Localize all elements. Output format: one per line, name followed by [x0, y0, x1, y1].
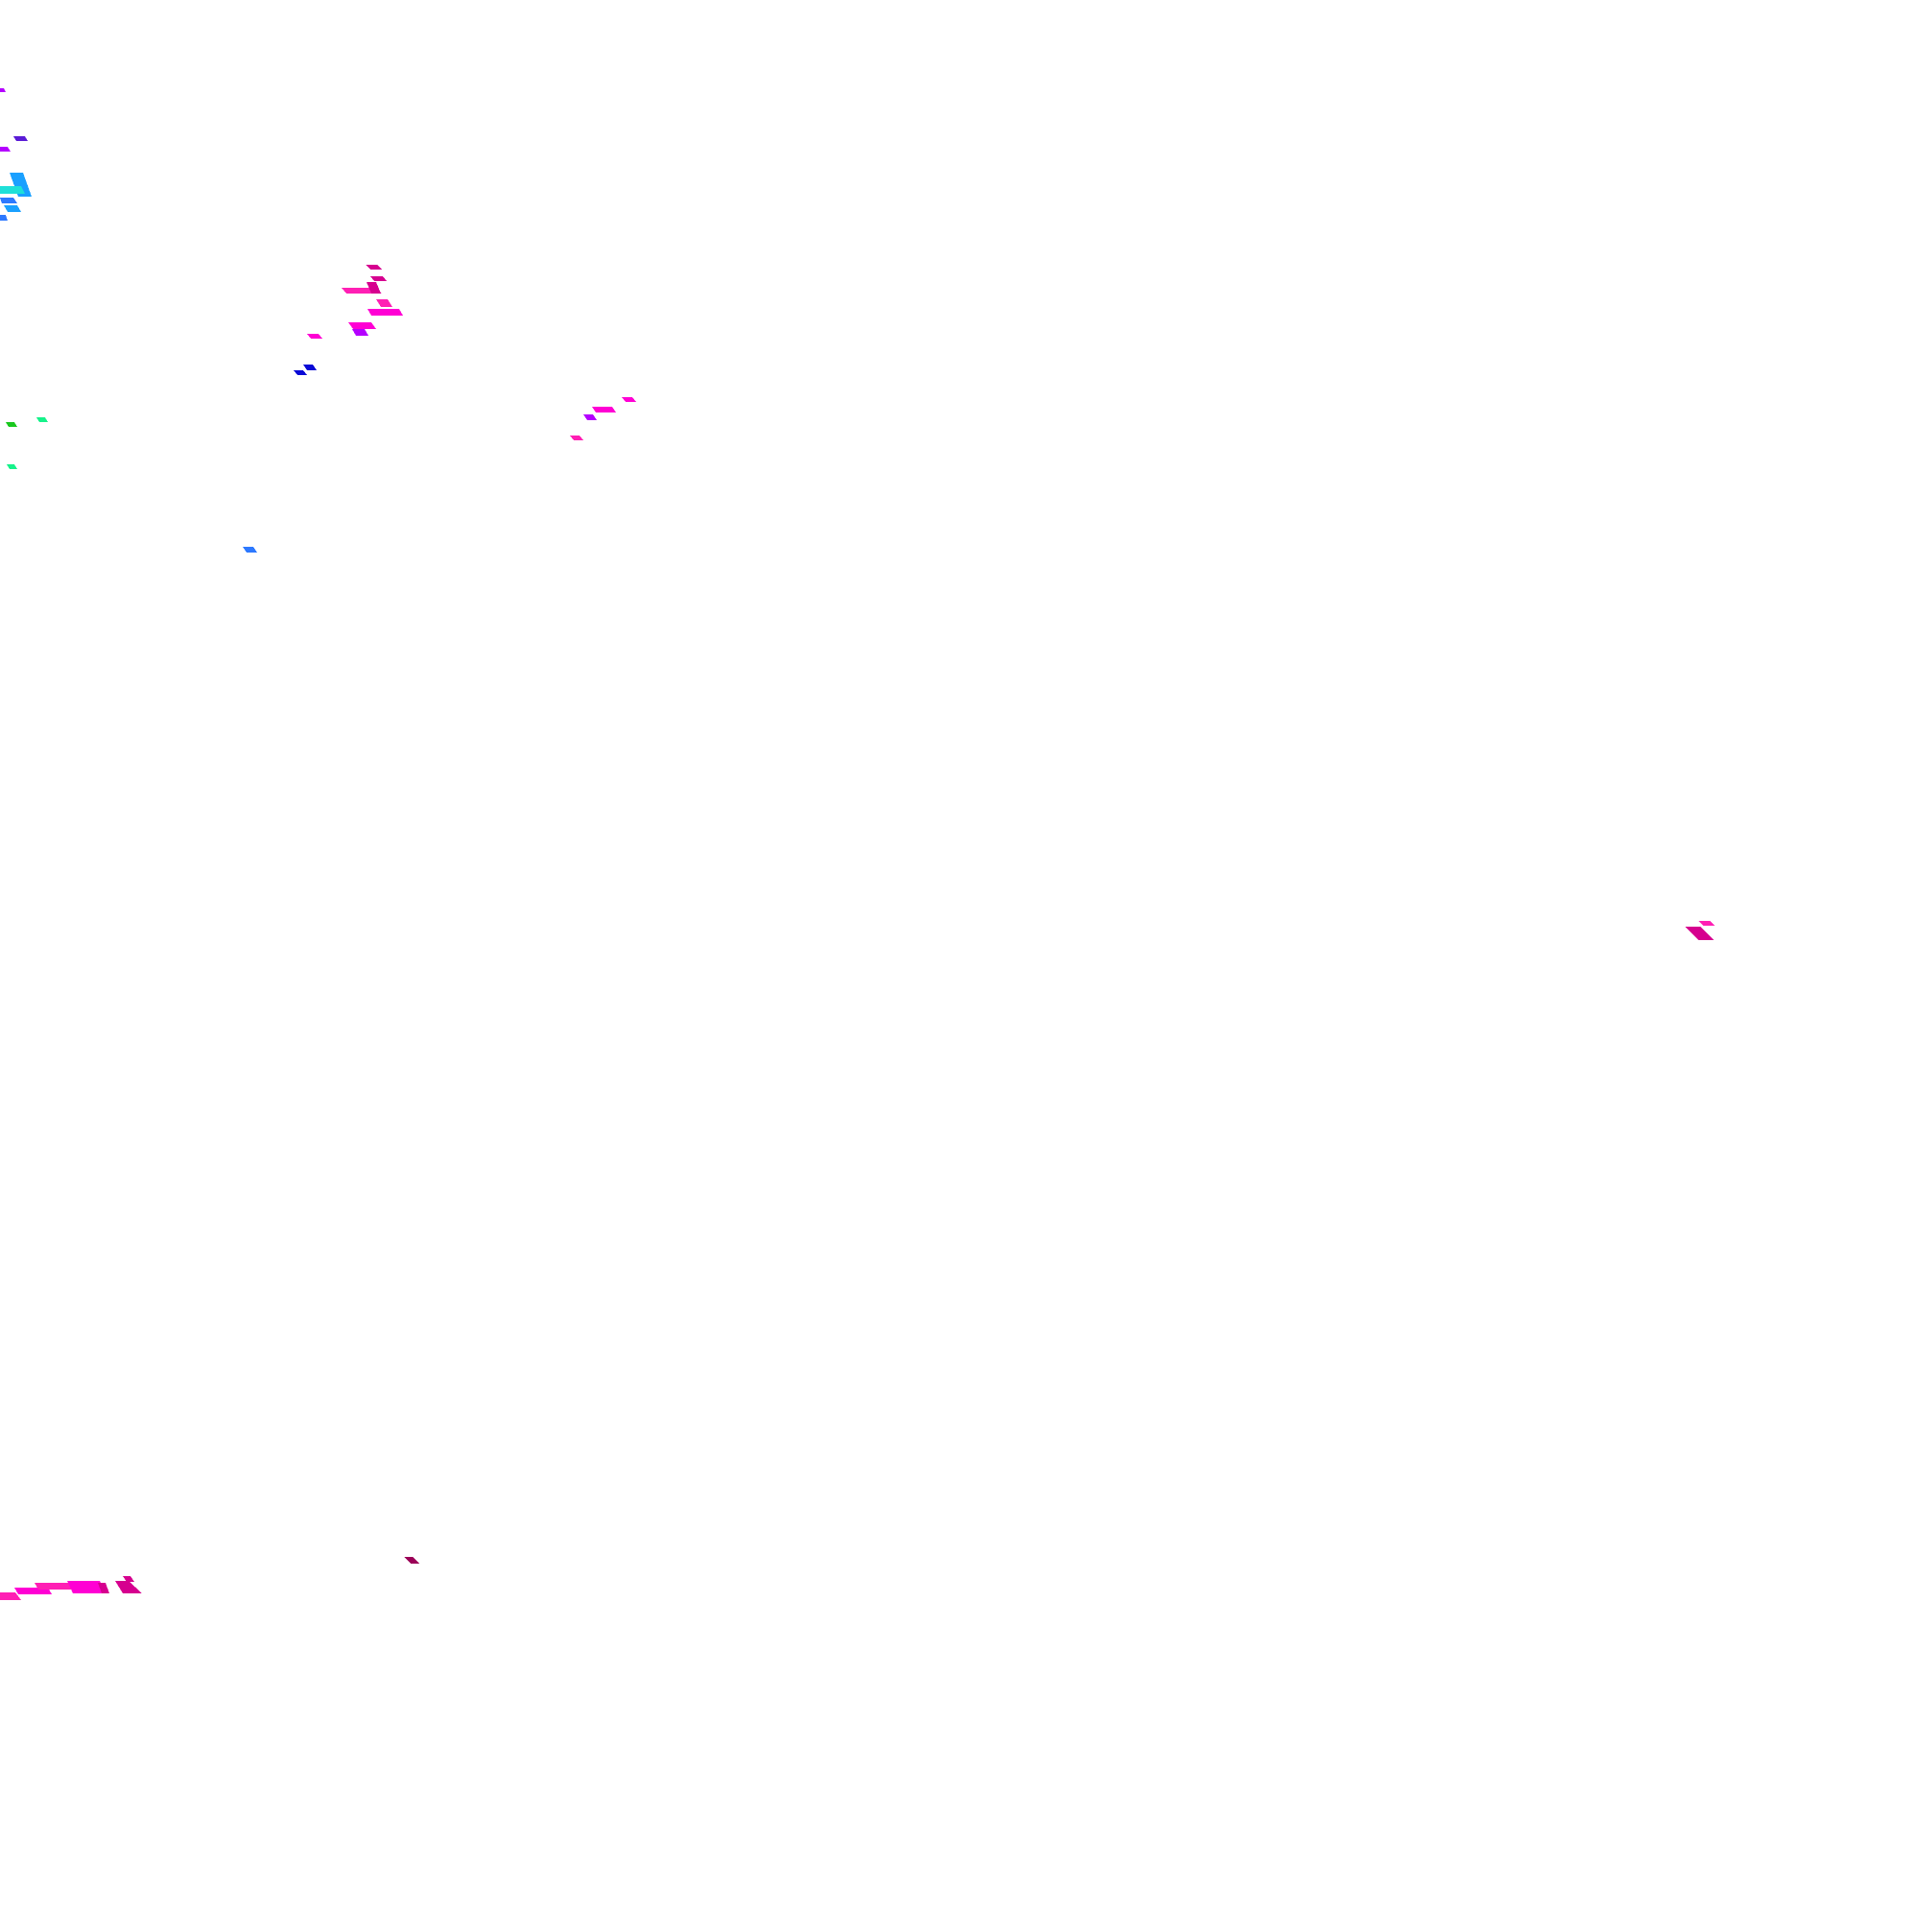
- top-left-corner-cluster: [0, 88, 32, 221]
- mark: [294, 370, 307, 375]
- mark: [0, 186, 25, 194]
- mark: [1685, 927, 1714, 940]
- mark: [404, 1557, 419, 1564]
- middle-magenta-cluster: [570, 397, 636, 440]
- mark: [7, 464, 17, 469]
- mark: [0, 198, 17, 203]
- mark: [98, 1583, 109, 1593]
- mark: [6, 422, 17, 427]
- green-dots: [6, 417, 48, 469]
- mark: [366, 265, 382, 270]
- small-dark-dot: [404, 1557, 419, 1564]
- mark: [0, 215, 8, 221]
- mark: [0, 147, 11, 152]
- mark: [592, 407, 616, 412]
- mark: [370, 276, 387, 281]
- mark: [35, 1583, 73, 1590]
- mark: [1698, 921, 1715, 926]
- mark: [10, 173, 32, 197]
- mark: [0, 1592, 21, 1600]
- single-blue-dot: [243, 547, 257, 553]
- mark: [243, 547, 257, 553]
- mark: [0, 88, 6, 92]
- blue-pair: [294, 365, 317, 375]
- mark: [36, 417, 48, 422]
- right-pink-cluster: [1685, 921, 1715, 940]
- mark: [67, 1581, 106, 1593]
- mark: [115, 1581, 142, 1593]
- mark: [583, 414, 597, 420]
- mark: [4, 205, 21, 212]
- bottom-magenta-streak: [0, 1576, 142, 1600]
- mark: [352, 329, 368, 336]
- mark: [123, 1576, 134, 1582]
- mark: [622, 397, 636, 402]
- mark: [348, 322, 376, 329]
- mark: [13, 136, 28, 141]
- upper-pink-cluster: [307, 265, 403, 339]
- mark: [303, 365, 317, 370]
- mark: [376, 299, 392, 307]
- mark: [307, 334, 322, 339]
- mark: [367, 282, 381, 294]
- mark: [367, 309, 403, 316]
- mark: [570, 436, 583, 440]
